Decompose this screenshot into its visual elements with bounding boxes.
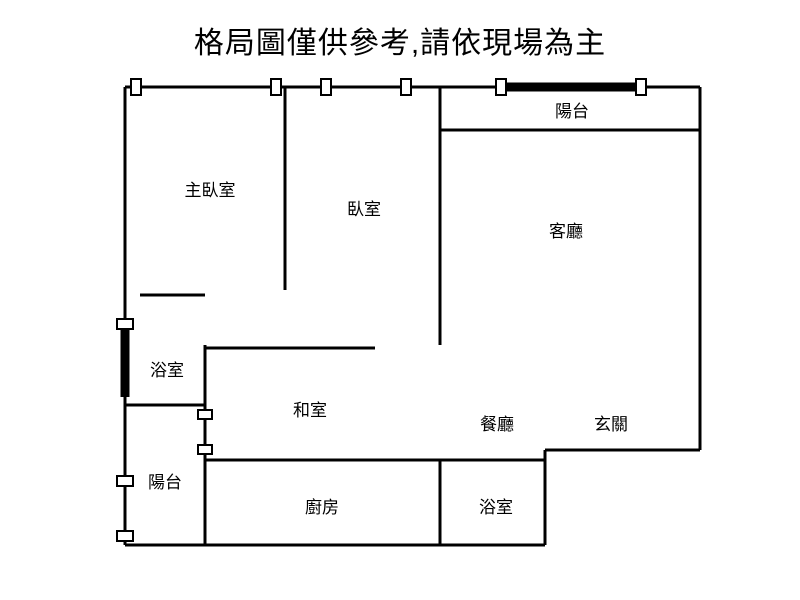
room-label-master-bedroom: 主臥室 xyxy=(185,181,236,200)
door-marker-icon xyxy=(197,409,213,420)
walls xyxy=(123,85,702,547)
window-marker-icon xyxy=(116,318,134,330)
window-marker-icon xyxy=(116,475,134,487)
room-label-tatami-room: 和室 xyxy=(293,401,327,420)
room-labels: 主臥室 臥室 陽台 客廳 浴室 和室 餐廳 玄關 陽台 廚房 浴室 xyxy=(148,102,628,517)
room-label-kitchen: 廚房 xyxy=(305,497,339,517)
window-marker-icon xyxy=(400,78,412,96)
room-label-foyer: 玄關 xyxy=(594,415,628,434)
door-marker-icon xyxy=(197,444,213,455)
room-label-dining-room: 餐廳 xyxy=(480,415,514,434)
room-label-bathroom-upper: 浴室 xyxy=(150,361,184,380)
room-label-living-room: 客廳 xyxy=(549,222,583,241)
disclaimer-title: 格局圖僅供參考,請依現場為主 xyxy=(193,27,607,60)
window-marker-icon xyxy=(320,78,332,96)
window-marker-icon xyxy=(635,78,647,96)
window-bars xyxy=(120,82,637,397)
room-label-bedroom: 臥室 xyxy=(347,200,381,219)
room-label-balcony-bottom: 陽台 xyxy=(148,473,182,492)
room-label-balcony-top: 陽台 xyxy=(555,102,589,121)
window-marker-icon xyxy=(495,78,507,96)
room-label-bathroom-lower: 浴室 xyxy=(479,498,513,517)
window-marker-icon xyxy=(130,78,142,96)
window-markers xyxy=(116,78,647,542)
window-marker-icon xyxy=(270,78,282,96)
window-marker-icon xyxy=(116,530,134,542)
